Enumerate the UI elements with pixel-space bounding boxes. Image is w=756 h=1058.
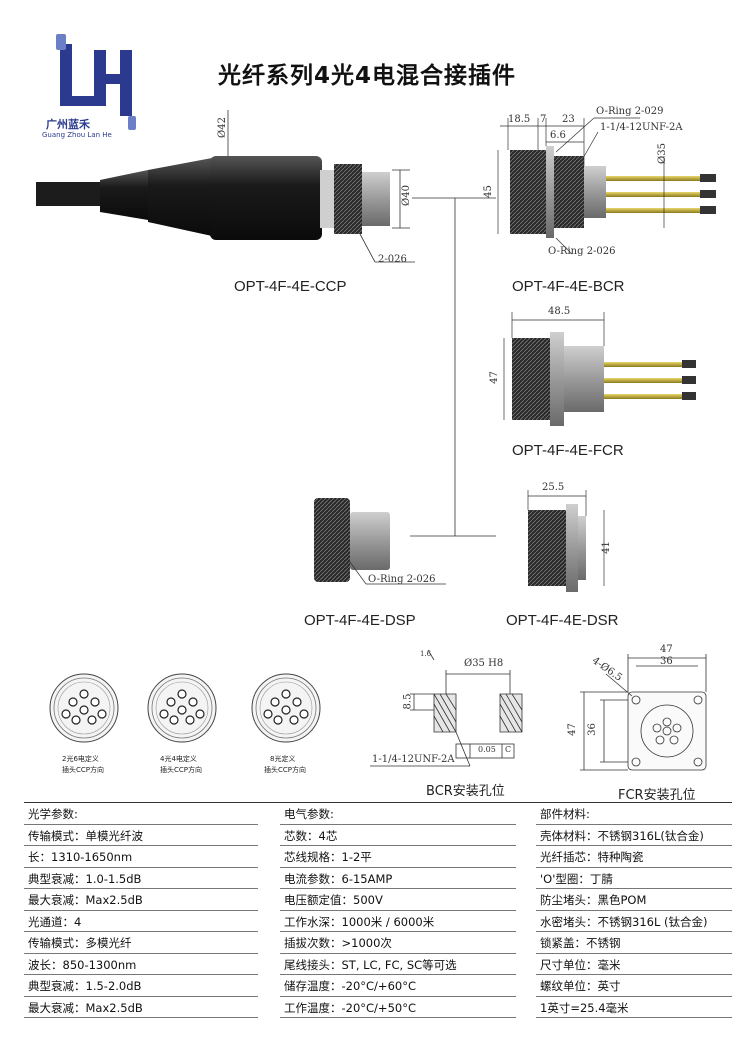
- pinout-3-caption-1: 8光定义: [270, 755, 296, 763]
- fcr-hole-36-side: 36: [586, 723, 598, 736]
- spec-material-5: 水密堵头：不锈钢316L (钛合金): [540, 914, 708, 929]
- dsr-receptacle-drawing: [527, 490, 605, 592]
- bcr-dim-18-5: 18.5: [508, 114, 531, 125]
- spec-electrical-7: 尾线接头：ST, LC, FC, SC等可选: [284, 957, 457, 972]
- spec-electrical-3: 电流参数：6-15AMP: [284, 871, 393, 886]
- bcr-dim-oring-029: O-Ring 2-029: [596, 106, 664, 117]
- spec-material-6: 锁紧盖：不锈钢: [540, 936, 621, 950]
- spec-electrical-1: 芯数：4芯: [284, 828, 338, 843]
- fcr-dim-47: 47: [488, 371, 500, 384]
- spec-electrical-4: 电压额定值：500V: [284, 893, 383, 907]
- ccp-plug-drawing: [36, 110, 415, 263]
- spec-electrical-8: 储存温度：-20°C/+60°C: [284, 979, 416, 993]
- bcr-hole-thread: 1-1/4-12UNF-2A: [372, 754, 455, 765]
- spec-table: 光学参数: 传输模式：单模光纤波 长：1310-1650nm 典型衰减：1.0-…: [0, 800, 756, 1058]
- fcr-receptacle-drawing: [503, 312, 696, 426]
- spec-optical-2: 长：1310-1650nm: [28, 850, 133, 864]
- pinout-3-caption-2: 插头CCP方向: [264, 766, 306, 774]
- dsp-dim-oring: O-Ring 2-026: [368, 574, 436, 585]
- label-ccp: OPT-4F-4E-CCP: [234, 278, 347, 295]
- bcr-hole-section: [370, 649, 523, 767]
- ccp-dim-d40: Ø40: [400, 185, 412, 206]
- logo-english-name: Guang Zhou Lan He: [42, 131, 112, 139]
- spec-optical-6: 传输模式：多模光纤: [28, 936, 132, 950]
- spec-material-4: 防尘堵头：黑色POM: [540, 893, 647, 907]
- spec-electrical-0: 电气参数:: [284, 807, 334, 821]
- bcr-hole-8-5: 8.5: [402, 693, 414, 710]
- pinout-4f4e: [147, 673, 217, 743]
- dsr-dim-41: 41: [600, 541, 612, 554]
- spec-electrical-2: 芯线规格：1-2平: [284, 850, 372, 864]
- label-bcr: OPT-4F-4E-BCR: [512, 278, 625, 295]
- bcr-hole-tol-ref: C: [505, 745, 512, 754]
- fcr-hole-label: FCR安装孔位: [618, 788, 696, 803]
- bcr-hole-tol: 0.05: [478, 745, 496, 754]
- spec-material-1: 壳体材料：不锈钢316L(钛合金): [540, 828, 704, 843]
- fcr-dim-48-5: 48.5: [548, 306, 571, 317]
- spec-material-7: 尺寸单位：毫米: [540, 957, 621, 972]
- spec-optical-3: 典型衰减：1.0-1.5dB: [28, 871, 142, 886]
- spec-col-optical: 光学参数: 传输模式：单模光纤波 长：1310-1650nm 典型衰减：1.0-…: [28, 806, 268, 1021]
- fcr-hole-47-top: 47: [660, 644, 673, 655]
- spec-optical-0: 光学参数:: [28, 807, 78, 821]
- bcr-hole-rough: 1.6: [420, 650, 432, 658]
- bcr-dim-6-6: 6.6: [550, 130, 566, 141]
- connector-lines: [410, 197, 496, 537]
- logo-chinese-name: 广州蓝禾: [46, 118, 90, 131]
- spec-col-materials: 部件材料: 壳体材料：不锈钢316L(钛合金) 光纤插芯：特种陶瓷 'O'型圈：…: [540, 806, 740, 1021]
- pinout-8f: [251, 673, 321, 743]
- bcr-hole-label: BCR安装孔位: [426, 784, 505, 799]
- spec-optical-1: 传输模式：单模光纤波: [28, 828, 143, 843]
- spec-optical-8: 典型衰减：1.5-2.0dB: [28, 979, 142, 993]
- ccp-dim-d42: Ø42: [216, 117, 228, 138]
- spec-material-2: 光纤插芯：特种陶瓷: [540, 850, 644, 864]
- ccp-dim-oring: 2-026: [378, 254, 407, 265]
- pinout-1-caption-1: 2光6电定义: [62, 755, 99, 763]
- pinout-2-caption-1: 4光4电定义: [160, 755, 197, 763]
- pinout-2-caption-2: 插头CCP方向: [160, 766, 202, 774]
- bcr-hole-d35h8: Ø35 H8: [464, 658, 504, 669]
- dsp-plug-drawing: [314, 498, 446, 585]
- spec-material-0: 部件材料:: [540, 807, 590, 821]
- spec-optical-7: 波长：850-1300nm: [28, 957, 137, 972]
- bcr-dim-thread: 1-1/4-12UNF-2A: [600, 122, 683, 133]
- spec-electrical-9: 工作温度：-20°C/+50°C: [284, 1000, 416, 1015]
- spec-col-electrical: 电气参数: 芯数：4芯 芯线规格：1-2平 电流参数：6-15AMP 电压额定值…: [284, 806, 524, 1021]
- fcr-hole-36-top: 36: [660, 656, 673, 667]
- bcr-dim-7: 7: [540, 114, 547, 125]
- bcr-dim-45: 45: [482, 185, 494, 198]
- bcr-dim-d35: Ø35: [656, 143, 668, 164]
- spec-material-3: 'O'型圈：丁腈: [540, 871, 613, 886]
- product-drawings: [36, 110, 716, 592]
- logo-mark-icon: [56, 34, 136, 130]
- spec-material-8: 螺纹单位：英寸: [540, 979, 621, 993]
- spec-electrical-6: 插拔次数：>1000次: [284, 936, 392, 950]
- spec-optical-5: 光通道：4: [28, 914, 82, 929]
- bcr-dim-oring-026: O-Ring 2-026: [548, 246, 616, 257]
- fcr-hole-plan: [580, 654, 707, 771]
- page-title: 光纤系列4光4电混合接插件: [218, 63, 517, 89]
- spec-optical-4: 最大衰减：Max2.5dB: [28, 893, 143, 907]
- dsr-dim-25-5: 25.5: [542, 482, 565, 493]
- pinout-and-hole-drawings: [49, 649, 707, 771]
- label-dsp: OPT-4F-4E-DSP: [304, 612, 416, 629]
- logo: 广州蓝禾 Guang Zhou Lan He: [38, 30, 148, 140]
- pinout-1-caption-2: 插头CCP方向: [62, 766, 104, 774]
- spec-material-9: 1英寸=25.4毫米: [540, 1000, 629, 1015]
- bcr-receptacle-drawing: [497, 117, 716, 255]
- spec-electrical-5: 工作水深：1000米 / 6000米: [284, 914, 435, 929]
- pinout-2f6e: [49, 673, 119, 743]
- label-fcr: OPT-4F-4E-FCR: [512, 442, 624, 459]
- fcr-hole-47-side: 47: [566, 723, 578, 736]
- spec-optical-9: 最大衰减：Max2.5dB: [28, 1000, 143, 1015]
- label-dsr: OPT-4F-4E-DSR: [506, 612, 619, 629]
- bcr-dim-23: 23: [562, 114, 575, 125]
